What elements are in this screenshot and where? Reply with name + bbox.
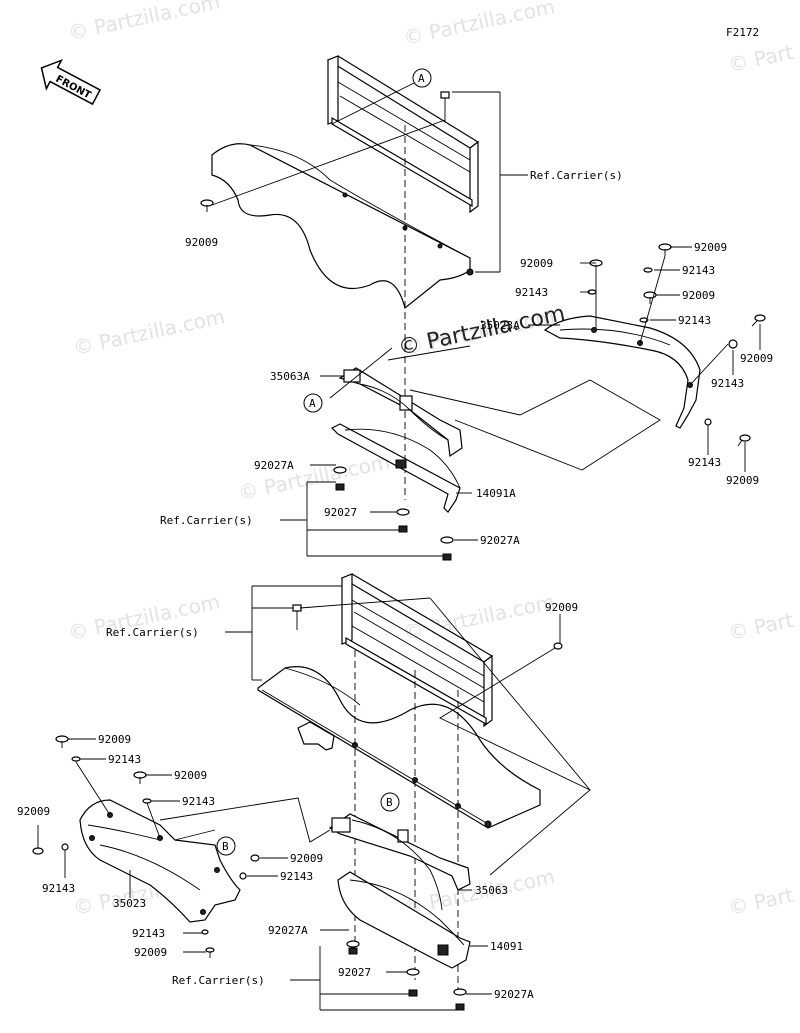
label-92009: 92009 (740, 352, 773, 365)
label-92009: 92009 (98, 733, 131, 746)
label-92143: 92143 (688, 456, 721, 469)
label-92143: 92143 (280, 870, 313, 883)
watermark: © Part (726, 608, 796, 645)
watermark: © Partzilla.com (401, 0, 557, 50)
label-35023: 35023 (113, 897, 146, 910)
upper-gate-frame (200, 55, 480, 310)
lower-left-fender (32, 735, 260, 958)
watermark: © Part (726, 883, 796, 920)
upper-rear-brackets (330, 367, 463, 561)
lower-left-leaders (37, 738, 331, 953)
label-92027a: 92027A (494, 988, 534, 1001)
callout-a-label: A (418, 72, 425, 85)
callout-b-left: B (216, 836, 236, 856)
label-92143: 92143 (108, 753, 141, 766)
label-35023a: 35023A (480, 319, 520, 332)
label-92009: 92009 (694, 241, 727, 254)
watermark: © Partzilla.com (236, 449, 392, 505)
callout-b-mid: B (380, 792, 400, 812)
front-arrow-icon: FRONT (40, 58, 102, 106)
callout-b-label: B (222, 840, 229, 853)
callout-b-label: B (386, 796, 393, 809)
label-92143: 92143 (678, 314, 711, 327)
label-ref-carrier: Ref.Carrier(s) (160, 514, 253, 527)
callout-a-mid: A (303, 393, 323, 413)
label-92009: 92009 (726, 474, 759, 487)
label-92009: 92009 (545, 601, 578, 614)
label-92027: 92027 (338, 966, 371, 979)
label-92009: 92009 (290, 852, 323, 865)
lower-gate-frame (257, 573, 563, 829)
watermark: © Part (726, 40, 796, 77)
label-92009: 92009 (520, 257, 553, 270)
label-92009: 92009 (682, 289, 715, 302)
label-14091a: 14091A (476, 487, 516, 500)
upper-right-leaders (329, 246, 761, 472)
label-ref-carrier: Ref.Carrier(s) (530, 169, 623, 182)
label-92143: 92143 (42, 882, 75, 895)
watermark: © Partzilla.com (66, 0, 222, 45)
upper-left-leaders (280, 375, 478, 557)
label-ref-carrier: Ref.Carrier(s) (106, 626, 199, 639)
watermark: © Partzilla.com (71, 304, 227, 360)
label-92009: 92009 (174, 769, 207, 782)
label-92027: 92027 (324, 506, 357, 519)
lower-rear-brackets (328, 813, 471, 1011)
label-ref-carrier: Ref.Carrier(s) (172, 974, 265, 987)
label-92027a: 92027A (268, 924, 308, 937)
label-35063a: 35063A (270, 370, 310, 383)
upper-right-fender (543, 243, 766, 447)
label-92009: 92009 (185, 236, 218, 249)
label-92143: 92143 (682, 264, 715, 277)
label-92027a: 92027A (480, 534, 520, 547)
label-92143: 92143 (515, 286, 548, 299)
callout-a-top: A (412, 68, 432, 88)
label-92143: 92143 (132, 927, 165, 940)
label-92009: 92009 (17, 805, 50, 818)
label-14091: 14091 (490, 940, 523, 953)
callout-a-label: A (309, 397, 316, 410)
label-92009: 92009 (134, 946, 167, 959)
label-92143: 92143 (182, 795, 215, 808)
lower-right-leaders (290, 889, 492, 1011)
label-92027a: 92027A (254, 459, 294, 472)
diagram-code: F2172 (726, 26, 759, 39)
label-35063: 35063 (475, 884, 508, 897)
label-92143: 92143 (711, 377, 744, 390)
